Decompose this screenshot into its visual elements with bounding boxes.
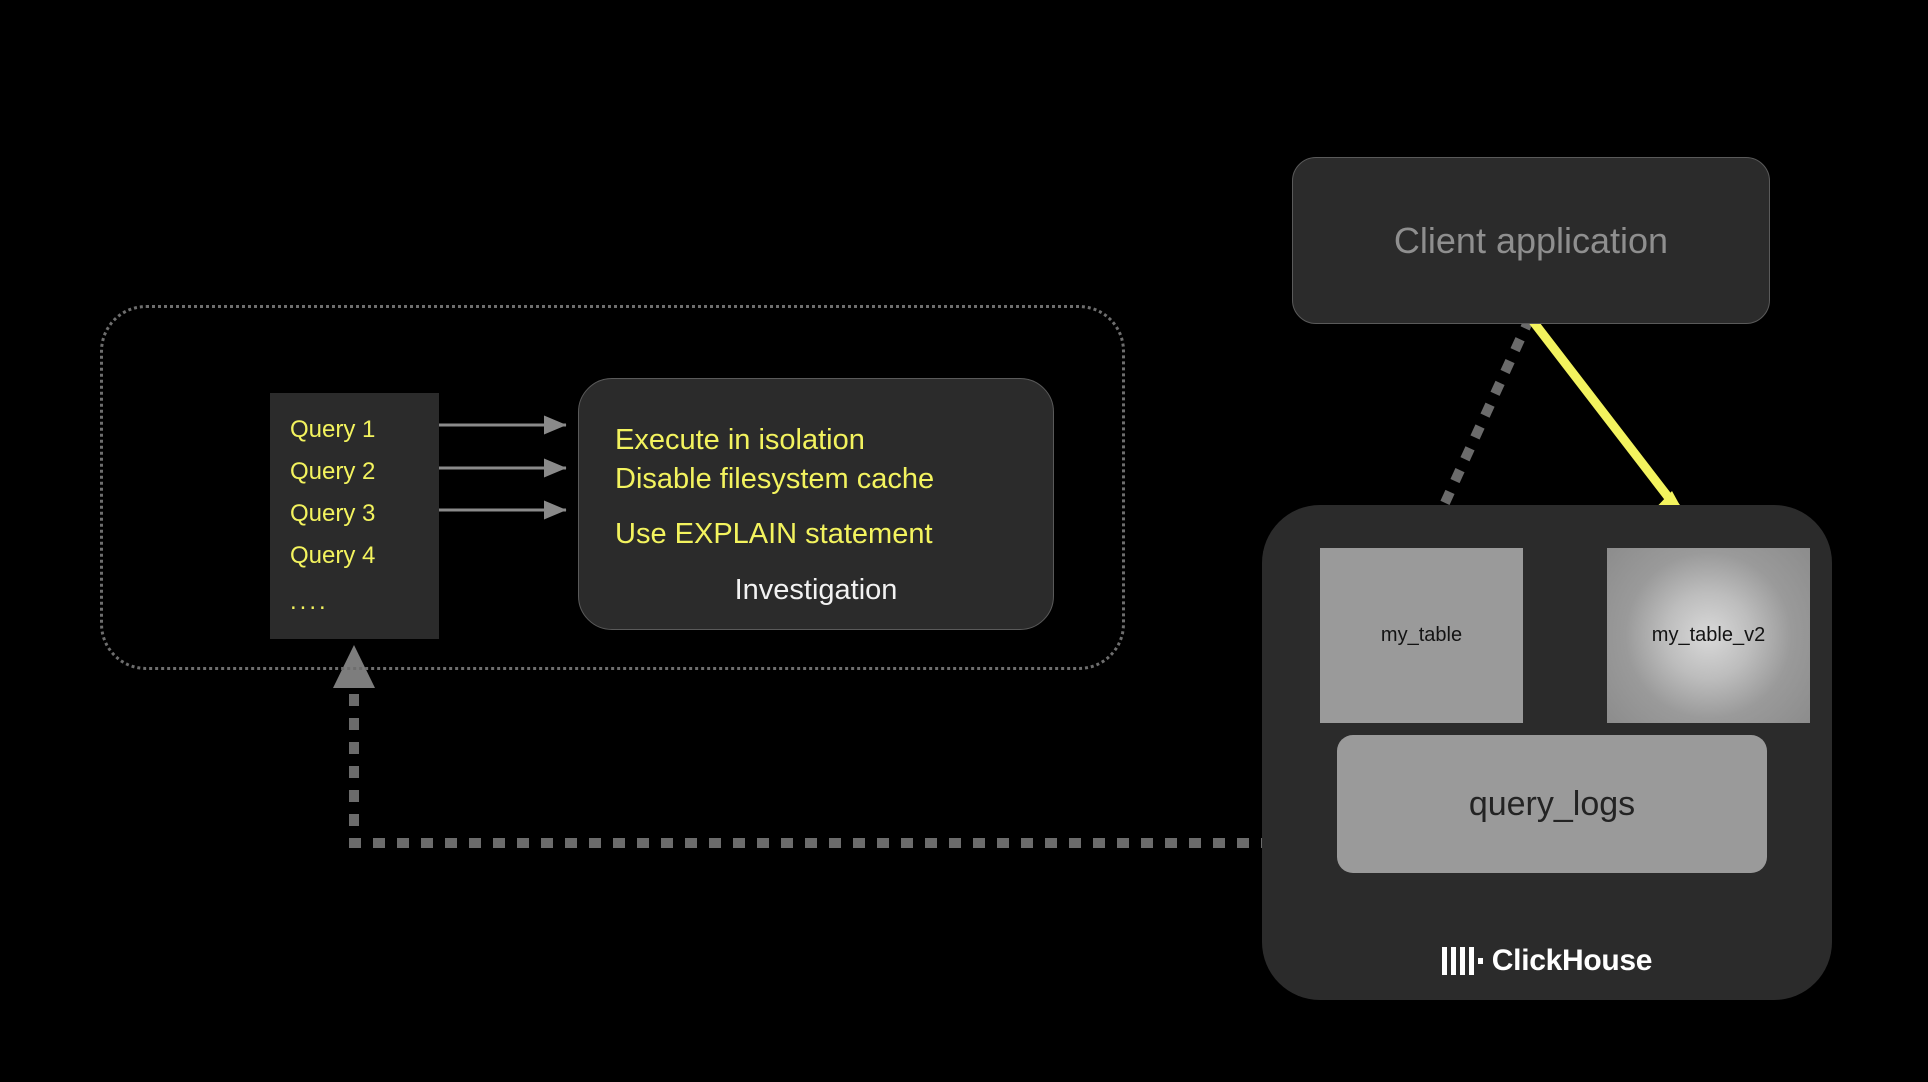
investigation-container — [100, 305, 1125, 670]
list-item-query-1[interactable]: Query 1 — [290, 416, 376, 443]
investigation-caption: Investigation — [734, 574, 898, 606]
client-application-label: Client application — [1393, 219, 1669, 261]
investigation-card: Execute in isolation Disable filesystem … — [578, 378, 1054, 630]
clickhouse-brand: ClickHouse — [1262, 944, 1832, 978]
query-list-panel[interactable]: Query 1 Query 2 Query 3 Query 4 .... — [270, 393, 439, 639]
investigation-step-1: Execute in isolation — [615, 424, 865, 456]
table-query-logs-label: query_logs — [1468, 784, 1636, 823]
clickhouse-bars-icon — [1441, 947, 1483, 975]
investigation-step-3: Use EXPLAIN statement — [615, 518, 933, 550]
list-item-query-4[interactable]: Query 4 — [290, 542, 376, 569]
table-my-table-v2-label: my_table_v2 — [1651, 624, 1766, 646]
clickhouse-panel: my_table my_table_v2 query_logs ClickHou… — [1262, 505, 1832, 1000]
investigation-step-2: Disable filesystem cache — [615, 463, 935, 495]
table-my-table-v2[interactable]: my_table_v2 — [1607, 548, 1810, 723]
list-item-query-3[interactable]: Query 3 — [290, 500, 376, 527]
client-application-box: Client application — [1292, 157, 1770, 324]
connector-query-logs-to-query-panel — [333, 645, 1345, 848]
list-item-ellipsis: .... — [290, 588, 329, 615]
list-item-query-2[interactable]: Query 2 — [290, 458, 376, 485]
table-query-logs[interactable]: query_logs — [1337, 735, 1767, 873]
table-my-table[interactable]: my_table — [1320, 548, 1523, 723]
investigation-step-list: Execute in isolation Disable filesystem … — [615, 421, 1035, 554]
clickhouse-brand-label: ClickHouse — [1491, 944, 1653, 977]
table-my-table-label: my_table — [1380, 624, 1463, 646]
